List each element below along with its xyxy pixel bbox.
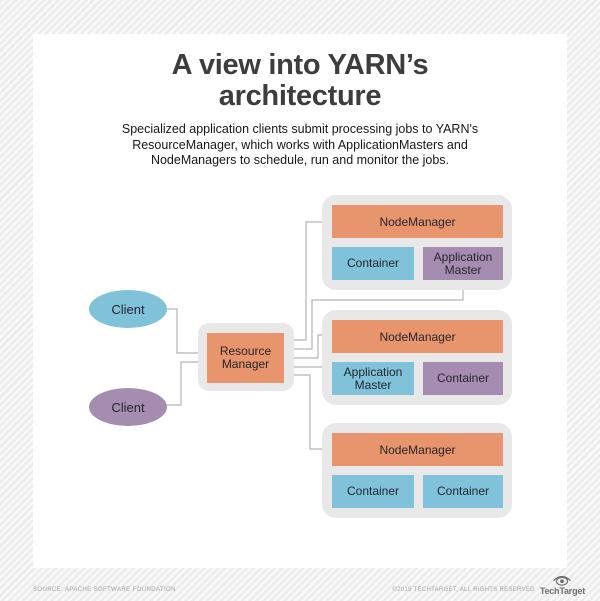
container-label: Container: [436, 371, 490, 385]
node-group-3: NodeManager Container Container: [322, 423, 512, 518]
container-box: Container: [423, 475, 503, 508]
page-title: A view into YARN’s architecture: [33, 50, 567, 112]
eye-icon: [553, 575, 572, 586]
application-master-label: Application Master: [433, 249, 493, 277]
title-line-2: architecture: [218, 80, 382, 112]
application-master-label: Application Master: [343, 364, 403, 392]
subtitle: Specialized application clients submit p…: [121, 122, 479, 167]
nodemanager-bar: NodeManager: [332, 205, 503, 238]
container-box: Container: [332, 247, 414, 280]
node-group-2: NodeManager Application Master Container: [322, 310, 512, 405]
resource-manager-box: Resource Manager: [207, 333, 284, 383]
application-master-box: Application Master: [423, 247, 503, 280]
container-box: Container: [423, 362, 503, 395]
client-node-1: Client: [89, 290, 167, 328]
title-line-1: A view into YARN’s: [171, 49, 429, 81]
nodemanager-bar: NodeManager: [332, 320, 503, 353]
client-label: Client: [111, 399, 145, 415]
container-label: Container: [346, 484, 400, 498]
footer-right: ©2019 TechTarget, all rights reserved Te…: [392, 574, 585, 596]
source-credit: Source: Apache Software Foundation: [33, 587, 176, 593]
container-box: Container: [332, 475, 414, 508]
nodemanager-label: NodeManager: [379, 329, 456, 344]
techtarget-logo: TechTarget: [540, 574, 585, 596]
client-label: Client: [111, 301, 145, 317]
client-node-2: Client: [89, 388, 167, 426]
copyright-text: ©2019 TechTarget, all rights reserved: [392, 587, 535, 593]
container-label: Container: [436, 484, 490, 498]
application-master-box: Application Master: [332, 362, 414, 395]
nodemanager-label: NodeManager: [379, 442, 456, 457]
container-label: Container: [346, 256, 400, 270]
resource-manager-label: Resource Manager: [219, 343, 272, 371]
nodemanager-bar: NodeManager: [332, 433, 503, 466]
node-group-1: NodeManager Container Application Master: [322, 195, 512, 290]
brand-name: TechTarget: [539, 586, 585, 596]
nodemanager-label: NodeManager: [379, 214, 456, 229]
